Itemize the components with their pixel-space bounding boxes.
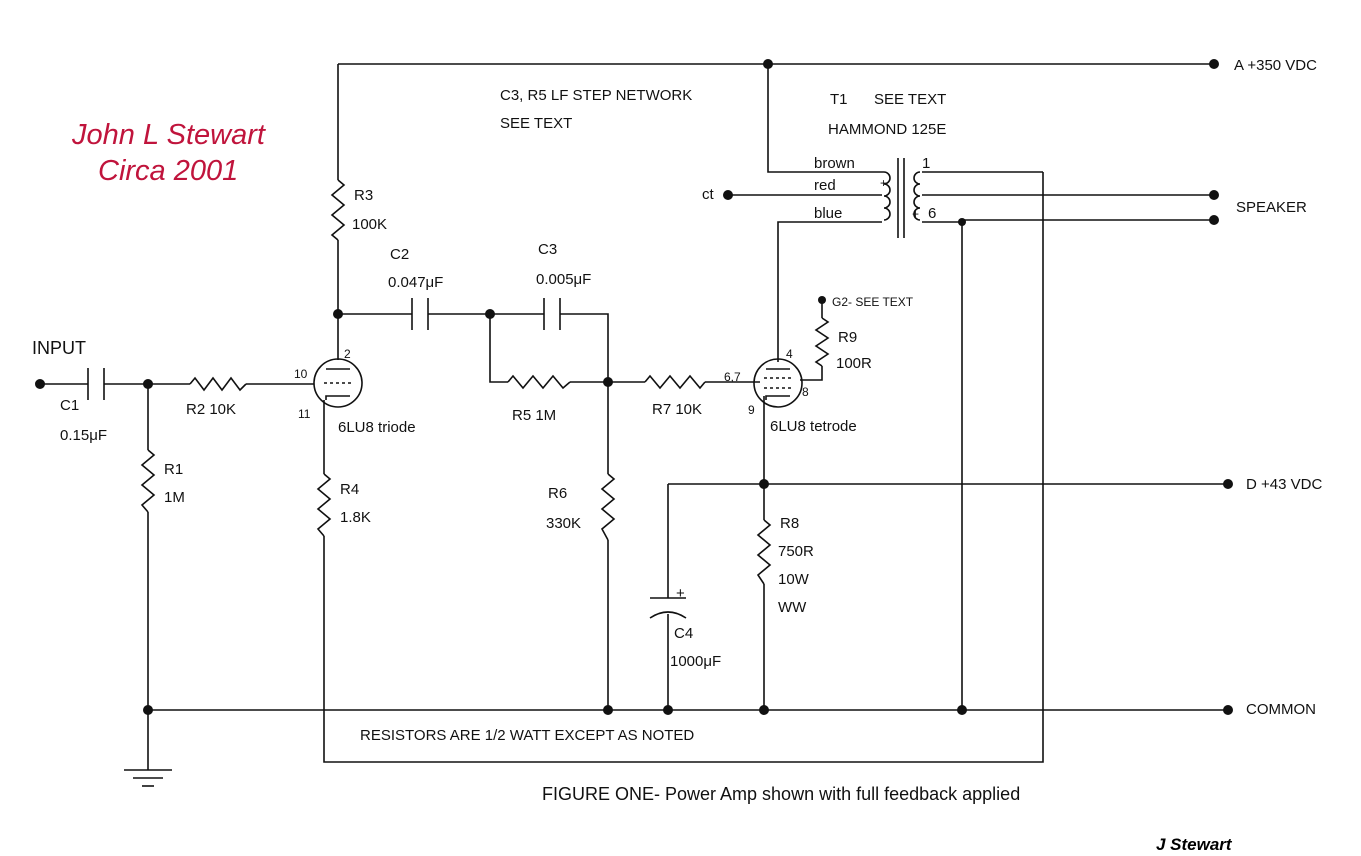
- triode-pin-cathode: 11: [298, 407, 311, 421]
- triode-pin-grid: 10: [294, 367, 308, 381]
- c4-value: 1000μF: [670, 653, 721, 670]
- terminal-d-dot: [1223, 479, 1233, 489]
- r8-type: WW: [778, 599, 807, 616]
- resistor-r7: [644, 374, 706, 390]
- c3-ref: C3: [538, 241, 557, 258]
- resistor-r3: [330, 179, 346, 241]
- r3-value: 100K: [352, 216, 387, 233]
- svg-text:+: +: [676, 585, 685, 602]
- terminal-a-dot: [1209, 59, 1219, 69]
- author-date: Circa 2001: [98, 155, 238, 187]
- ground-symbol: [124, 769, 172, 787]
- capacitor-c3: [543, 298, 561, 330]
- transformer-t1: + +: [880, 158, 921, 238]
- transformer-pin-6: 6: [928, 205, 936, 222]
- triode-pin-plate: 2: [344, 347, 351, 361]
- wire-blue-label: blue: [814, 205, 842, 222]
- figure-caption: FIGURE ONE- Power Amp shown with full fe…: [542, 784, 1020, 804]
- terminal-speaker-label: SPEAKER: [1236, 199, 1307, 216]
- transformer-pin-1: 1: [922, 155, 930, 172]
- tetrode-pin-screen: 8: [802, 385, 809, 399]
- tetrode-tube: [753, 358, 803, 408]
- r8-value: 750R: [778, 543, 814, 560]
- terminal-common-label: COMMON: [1246, 701, 1316, 718]
- terminal-g2-dot: [818, 296, 826, 304]
- r4-ref: R4: [340, 481, 359, 498]
- r6-value: 330K: [546, 515, 581, 532]
- capacitor-c2: [411, 298, 429, 330]
- svg-text:+: +: [912, 207, 919, 221]
- c3-value: 0.005μF: [536, 271, 591, 288]
- wires: [40, 63, 1228, 770]
- r1-ref: R1: [164, 461, 183, 478]
- junction-dots: [35, 59, 1233, 715]
- c1-value: 0.15μF: [60, 427, 107, 444]
- terminal-speaker-dot-2: [1209, 215, 1219, 225]
- signature: J Stewart: [1156, 835, 1233, 854]
- resistor-r2: [189, 376, 247, 392]
- resistor-note: RESISTORS ARE 1/2 WATT EXCEPT AS NOTED: [360, 727, 694, 744]
- network-note-line1: C3, R5 LF STEP NETWORK: [500, 87, 692, 104]
- c4-ref: C4: [674, 625, 693, 642]
- triode-label: 6LU8 triode: [338, 419, 416, 436]
- resistor-r8: [756, 519, 772, 585]
- transformer-ref: T1: [830, 91, 848, 108]
- r8-power: 10W: [778, 571, 810, 588]
- r2-label: R2 10K: [186, 401, 236, 418]
- terminal-d-label: D +43 VDC: [1246, 476, 1322, 493]
- r8-ref: R8: [780, 515, 799, 532]
- r4-value: 1.8K: [340, 509, 371, 526]
- c2-ref: C2: [390, 246, 409, 263]
- c1-ref: C1: [60, 397, 79, 414]
- c2-value: 0.047μF: [388, 274, 443, 291]
- terminal-a-label: A +350 VDC: [1234, 57, 1317, 74]
- terminal-input-label: INPUT: [32, 338, 86, 358]
- r7-label: R7 10K: [652, 401, 702, 418]
- transformer-see: SEE TEXT: [874, 91, 946, 108]
- terminal-g2-label: G2- SEE TEXT: [832, 295, 914, 309]
- terminal-common-dot: [1223, 705, 1233, 715]
- resistor-r4: [316, 473, 332, 537]
- transformer-model: HAMMOND 125E: [828, 121, 946, 138]
- r6-ref: R6: [548, 485, 567, 502]
- network-note-line2: SEE TEXT: [500, 115, 572, 132]
- terminal-ct-label: ct: [702, 186, 715, 203]
- tetrode-pin-grid: 6,7: [724, 370, 741, 384]
- resistor-r6: [600, 473, 616, 541]
- tetrode-pin-cathode: 9: [748, 403, 755, 417]
- r1-value: 1M: [164, 489, 185, 506]
- triode-tube: [313, 358, 363, 408]
- tetrode-label: 6LU8 tetrode: [770, 418, 857, 435]
- capacitors: +: [87, 298, 687, 619]
- r3-ref: R3: [354, 187, 373, 204]
- terminal-input-dot: [35, 379, 45, 389]
- r9-ref: R9: [838, 329, 857, 346]
- resistor-r9: [814, 317, 830, 367]
- terminal-ct-dot: [723, 190, 733, 200]
- svg-text:+: +: [880, 176, 887, 190]
- terminal-speaker-dot-1: [1209, 190, 1219, 200]
- author-name: John L Stewart: [71, 119, 267, 151]
- capacitor-c4: +: [649, 585, 687, 619]
- r9-value: 100R: [836, 355, 872, 372]
- resistor-r5: [507, 374, 571, 390]
- resistors: [140, 179, 830, 585]
- wire-red-label: red: [814, 177, 836, 194]
- r5-label: R5 1M: [512, 407, 556, 424]
- resistor-r1: [140, 449, 156, 513]
- capacitor-c1: [87, 368, 105, 400]
- tetrode-pin-plate: 4: [786, 347, 793, 361]
- wire-brown-label: brown: [814, 155, 855, 172]
